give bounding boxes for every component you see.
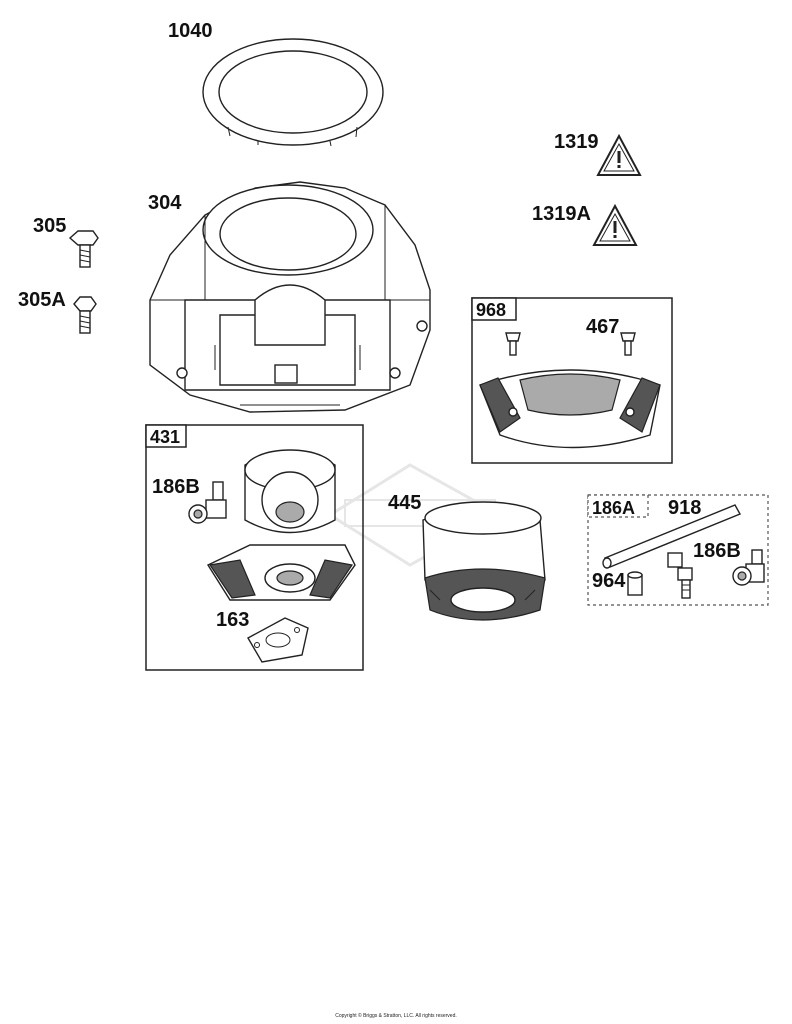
elbow-186b-b — [732, 549, 765, 586]
label-1319: 1319 — [554, 131, 599, 153]
kit-box-968 — [471, 297, 673, 464]
label-467: 467 — [586, 316, 619, 338]
copyright-footer: Copyright © Briggs & Stratton, LLC. All … — [335, 1013, 457, 1019]
kit-box-186a — [587, 494, 769, 606]
air-cleaner-cover-968 — [479, 369, 661, 449]
label-305a: 305A — [18, 289, 66, 311]
blower-housing-304 — [149, 181, 431, 413]
fitting-186a — [667, 552, 693, 599]
label-186a: 186A — [592, 498, 635, 518]
label-186b-a: 186B — [152, 476, 200, 498]
kit-box-968-tab — [471, 297, 517, 321]
bolt-305a — [73, 296, 97, 334]
kit-box-186a-tab — [587, 494, 649, 518]
label-1319a: 1319A — [532, 203, 591, 225]
label-305: 305 — [33, 215, 66, 237]
screw-467-left — [505, 332, 521, 356]
clamp-964 — [627, 571, 643, 596]
kit-box-431 — [145, 424, 364, 671]
label-1040: 1040 — [168, 20, 213, 42]
label-964: 964 — [592, 570, 626, 592]
label-445: 445 — [388, 492, 421, 514]
warning-icon-1319 — [596, 133, 642, 176]
air-filter-445 — [422, 501, 546, 621]
gasket-163 — [247, 617, 309, 663]
warning-icon-1319a — [592, 203, 638, 246]
hose-918 — [602, 504, 741, 569]
label-431: 431 — [150, 427, 180, 447]
screw-467-right — [620, 332, 636, 356]
label-918: 918 — [668, 497, 701, 519]
label-968: 968 — [476, 300, 506, 320]
elbow-186b-a — [188, 481, 227, 524]
kit-box-431-tab — [145, 424, 187, 448]
air-cleaner-base-431 — [206, 449, 356, 601]
label-163: 163 — [216, 609, 249, 631]
ring-1040 — [202, 38, 384, 147]
bolt-305 — [68, 230, 99, 268]
label-304: 304 — [148, 192, 182, 214]
label-186b-b: 186B — [693, 540, 741, 562]
